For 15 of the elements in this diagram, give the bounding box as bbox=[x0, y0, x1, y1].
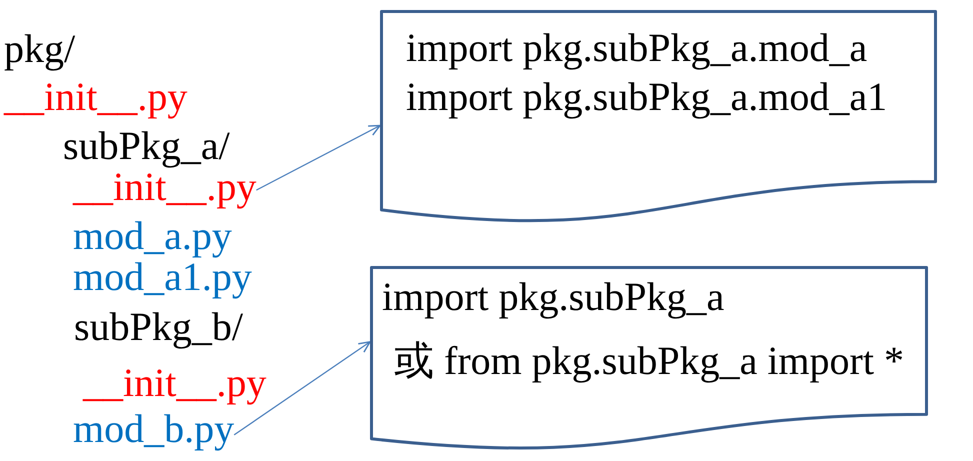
file-name: mod_a.py bbox=[73, 216, 232, 256]
file-name: mod_a1.py bbox=[73, 256, 252, 296]
folder-name: subPkg_a/ bbox=[63, 126, 230, 166]
code-line: import pkg.subPkg_a bbox=[382, 276, 724, 316]
folder-name: pkg/ bbox=[4, 28, 76, 68]
code-line: import pkg.subPkg_a.mod_a1 bbox=[406, 76, 888, 116]
file-name: mod_b.py bbox=[73, 408, 234, 448]
arrow bbox=[234, 341, 371, 436]
file-name: __init__.py bbox=[83, 362, 266, 402]
folder-name: subPkg_b/ bbox=[74, 306, 243, 346]
arrow bbox=[256, 124, 381, 191]
code-line: import pkg.subPkg_a.mod_a bbox=[406, 28, 868, 68]
file-name: __init__.py bbox=[73, 166, 256, 206]
code-line: 或 from pkg.subPkg_a import * bbox=[394, 340, 904, 380]
file-name: __init__.py bbox=[4, 76, 188, 116]
